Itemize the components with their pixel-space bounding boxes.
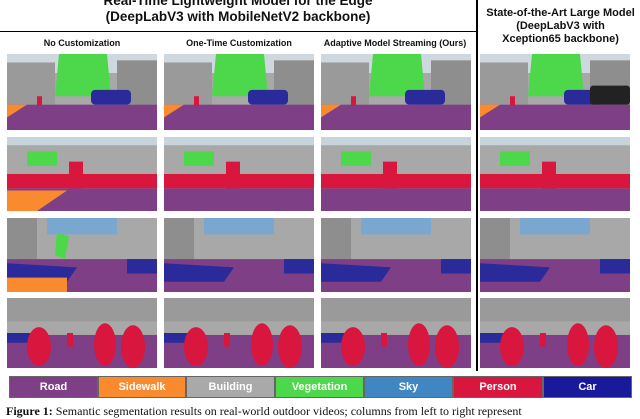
large-model-subtitle-1: (DeepLabV3 with	[516, 20, 605, 32]
legend-road: Road	[9, 376, 98, 398]
segmentation-image	[164, 298, 314, 368]
segmentation-image	[7, 137, 157, 211]
large-model-subtitle-2: Xception65 backbone)	[502, 33, 619, 45]
segmentation-image	[7, 218, 157, 292]
legend-road-label: Road	[39, 381, 68, 393]
segmentation-image	[480, 298, 630, 368]
column-divider	[476, 0, 478, 371]
figure-caption: Figure 1: Semantic segmentation results …	[6, 404, 522, 419]
column-header-one-time: One-Time Customization	[186, 38, 292, 48]
legend-sky: Sky	[364, 376, 453, 398]
segmentation-image	[7, 298, 157, 368]
legend-vegetation-label: Vegetation	[291, 381, 348, 393]
segmentation-image	[321, 54, 471, 130]
segmentation-image	[164, 137, 314, 211]
caption-text: Semantic segmentation results on real-wo…	[55, 404, 522, 418]
segmentation-image	[321, 298, 471, 368]
segmentation-image	[321, 137, 471, 211]
column-header-no-customization: No Customization	[43, 38, 121, 48]
legend-sidewalk-label: Sidewalk	[118, 381, 166, 393]
legend-person-label: Person	[479, 381, 517, 393]
segmentation-image	[480, 137, 630, 211]
legend-building: Building	[186, 376, 275, 398]
segmentation-image	[164, 54, 314, 130]
header-divider	[0, 31, 476, 32]
segmentation-image	[480, 54, 630, 130]
legend-car-label: Car	[578, 381, 597, 393]
legend-car: Car	[543, 376, 632, 398]
caption-label: Figure 1:	[6, 404, 53, 418]
legend-sidewalk: Sidewalk	[98, 376, 186, 398]
legend-person: Person	[453, 376, 543, 398]
legend-building-label: Building	[208, 381, 253, 393]
segmentation-image	[7, 54, 157, 130]
legend-sky-label: Sky	[398, 381, 419, 393]
edge-model-title: Real-Time Lightweight Model for the Edge	[103, 0, 373, 8]
large-model-title: State-of-the-Art Large Model	[486, 7, 635, 19]
column-header-adaptive: Adaptive Model Streaming (Ours)	[323, 38, 467, 48]
segmentation-image	[164, 218, 314, 292]
edge-model-subtitle: (DeepLabV3 with MobileNetV2 backbone)	[105, 9, 371, 24]
segmentation-image	[321, 218, 471, 292]
legend-vegetation: Vegetation	[275, 376, 364, 398]
segmentation-image	[480, 218, 630, 292]
edge-model-heading: Real-Time Lightweight Model for the Edge…	[0, 0, 476, 25]
large-model-heading: State-of-the-Art Large Model (DeepLabV3 …	[481, 7, 640, 46]
